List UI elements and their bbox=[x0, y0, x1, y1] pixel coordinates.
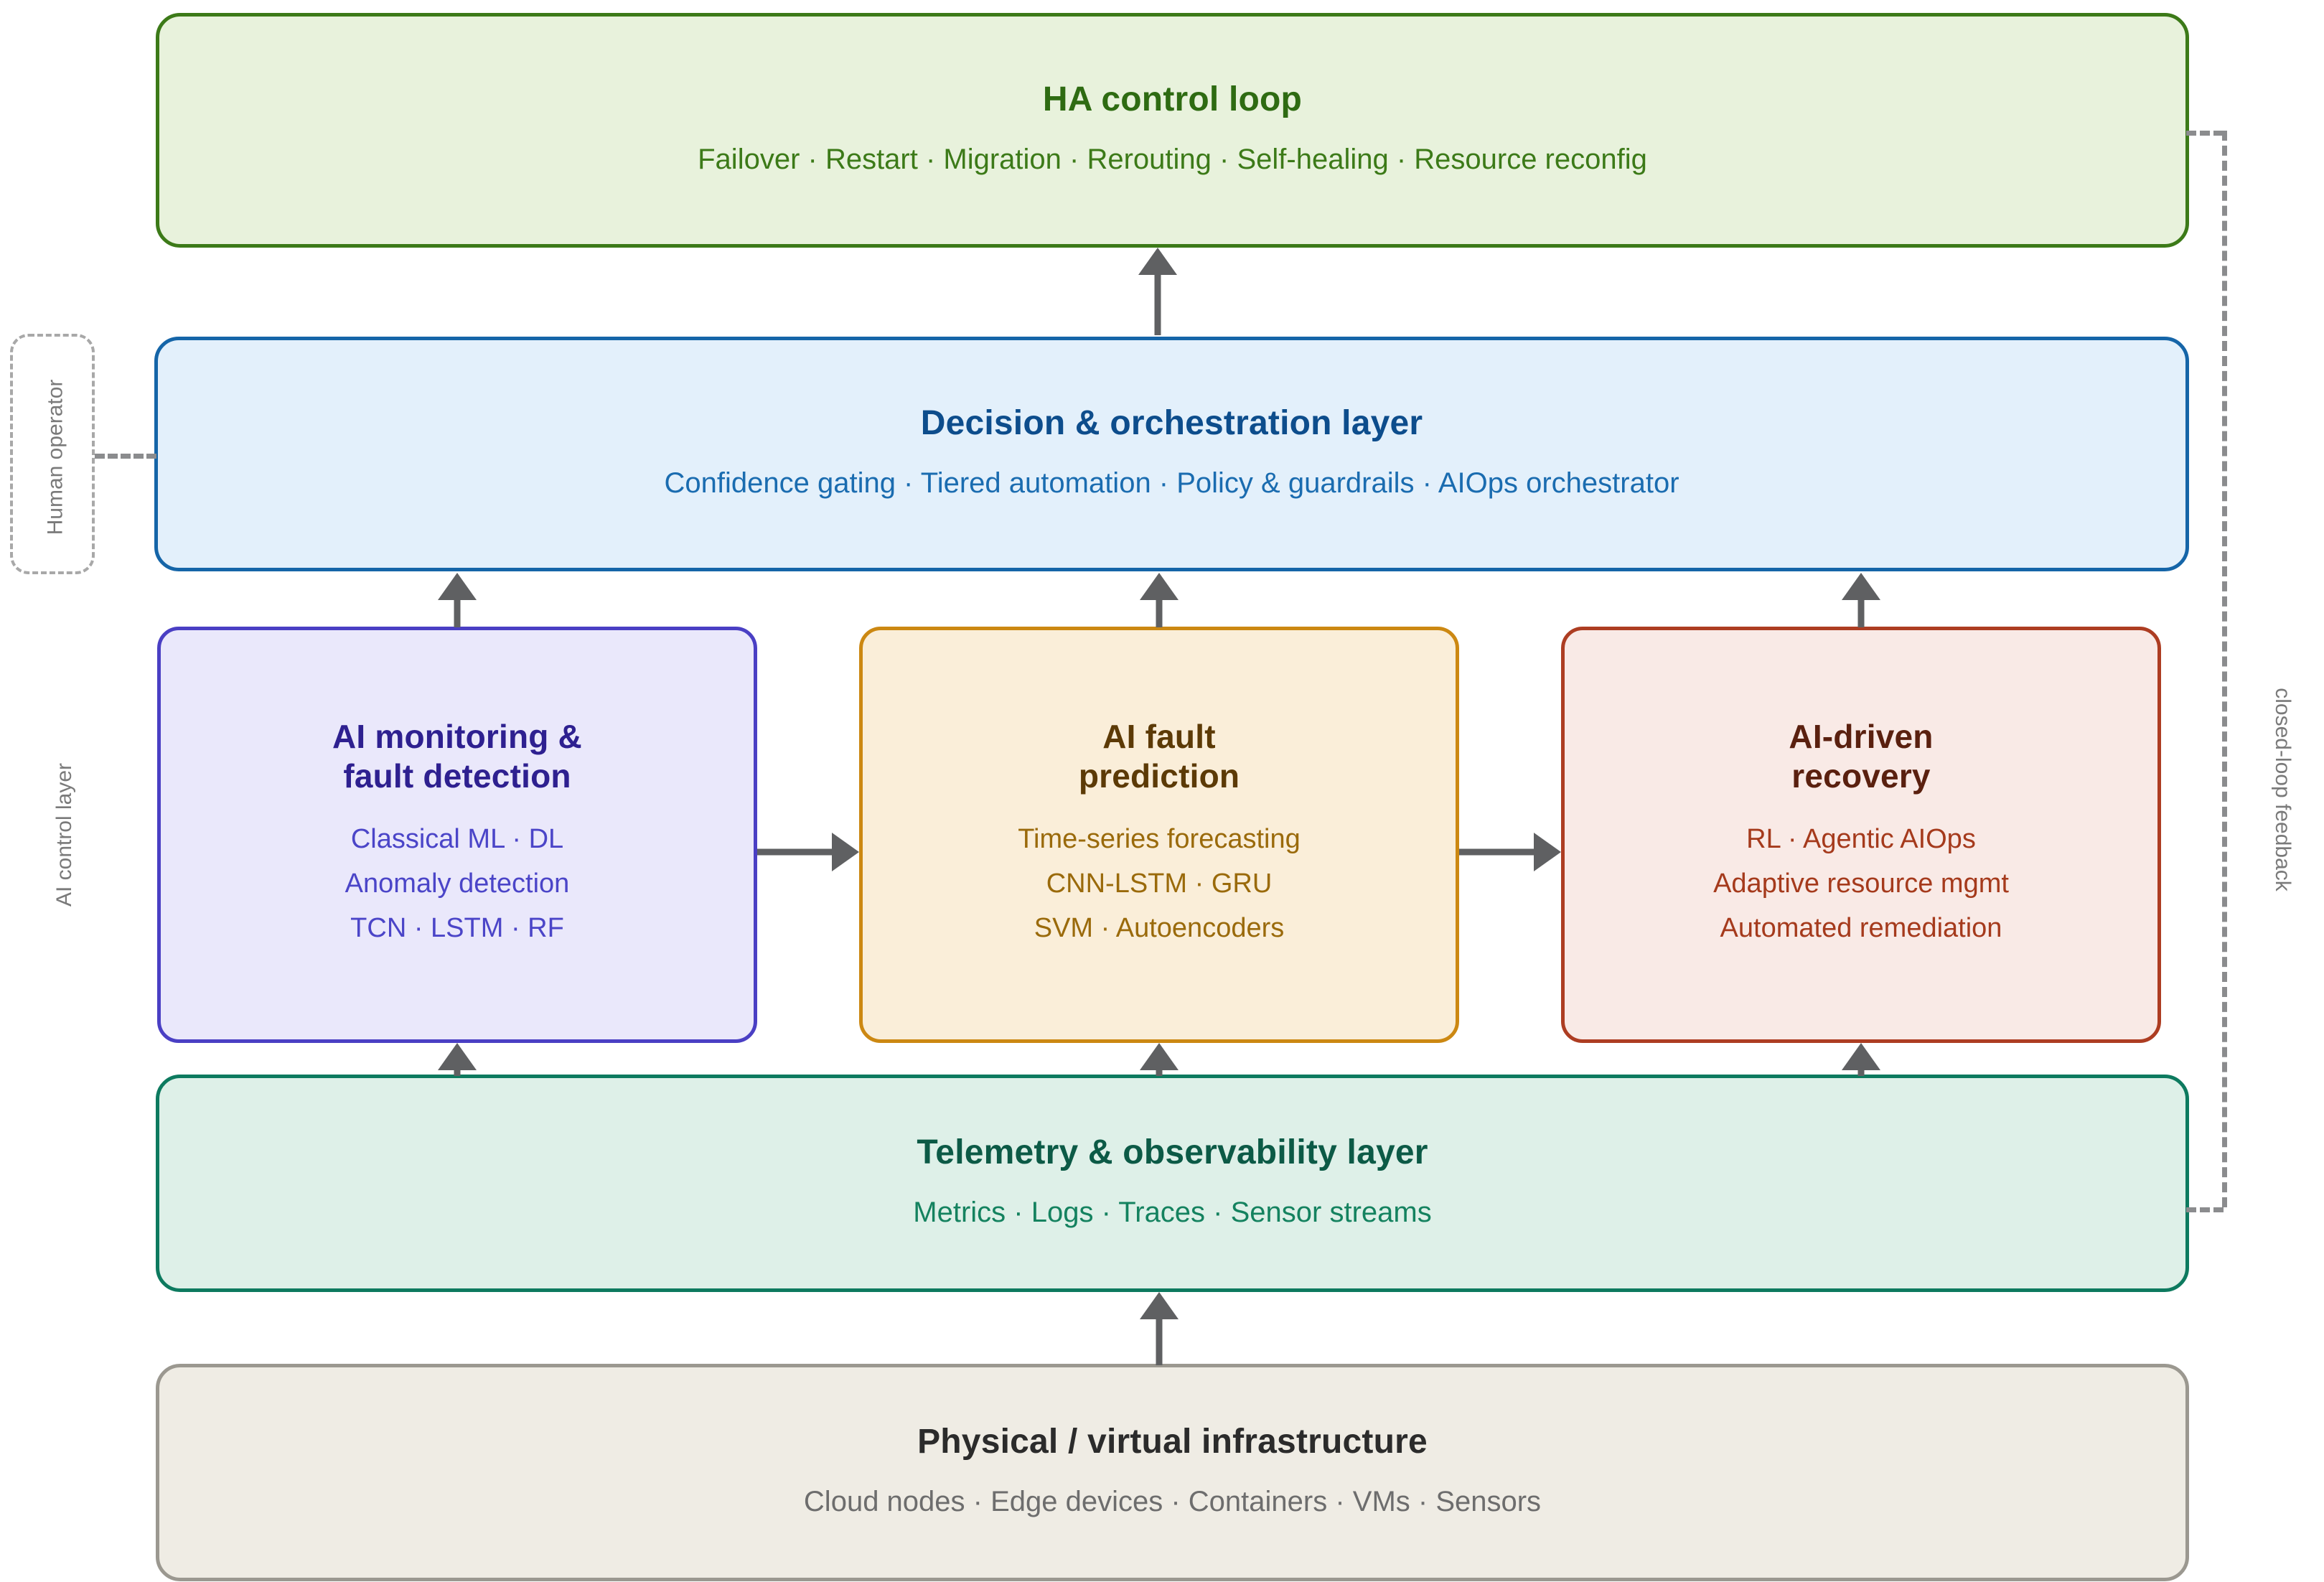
ai-fault-prediction-box: AI fault prediction Time-series forecast… bbox=[859, 627, 1459, 1043]
human-operator-box: Human operator bbox=[10, 334, 95, 574]
closed-loop-feedback-label-wrap: closed-loop feedback bbox=[2246, 502, 2318, 1077]
ai-driven-recovery-box: AI-driven recovery RL · Agentic AIOps Ad… bbox=[1561, 627, 2161, 1043]
ai-driven-recovery-title: AI-driven recovery bbox=[1789, 717, 1933, 795]
ai-fault-prediction-bullet-3: SVM · Autoencoders bbox=[1034, 912, 1285, 943]
ai-monitoring-bullet-3: TCN · LSTM · RF bbox=[350, 912, 564, 943]
decision-orchestration-layer-box: Decision & orchestration layer Confidenc… bbox=[154, 337, 2189, 571]
arrow-infrastructure-to-telemetry bbox=[1138, 1292, 1181, 1365]
ai-fault-prediction-title-line1: AI fault bbox=[1102, 718, 1216, 756]
ai-control-layer-label-wrap: AI control layer bbox=[0, 627, 129, 1043]
arrow-monitoring-to-prediction bbox=[757, 830, 859, 874]
arrow-monitoring-to-decision bbox=[436, 573, 479, 627]
arrow-prediction-to-recovery bbox=[1459, 830, 1561, 874]
ha-control-loop-subtitle: Failover · Restart · Migration · Rerouti… bbox=[698, 143, 1647, 175]
ai-driven-recovery-bullet-2: Adaptive resource mgmt bbox=[1713, 868, 2009, 899]
ai-driven-recovery-title-line1: AI-driven bbox=[1789, 718, 1934, 756]
arrow-decision-to-ha bbox=[1136, 248, 1179, 335]
decision-orchestration-layer-subtitle: Confidence gating · Tiered automation · … bbox=[664, 467, 1679, 499]
ai-monitoring-bullet-2: Anomaly detection bbox=[345, 868, 570, 899]
ai-control-layer-label: AI control layer bbox=[52, 762, 76, 907]
telemetry-observability-layer-box: Telemetry & observability layer Metrics … bbox=[156, 1075, 2189, 1292]
telemetry-observability-layer-title: Telemetry & observability layer bbox=[917, 1133, 1428, 1172]
arrow-recovery-to-decision bbox=[1840, 573, 1883, 627]
ai-monitoring-fault-detection-box: AI monitoring & fault detection Classica… bbox=[157, 627, 757, 1043]
ai-fault-prediction-title-line2: prediction bbox=[1078, 757, 1240, 795]
feedback-path-top-segment bbox=[2186, 131, 2224, 136]
ai-driven-recovery-bullet-3: Automated remediation bbox=[1720, 912, 2002, 943]
feedback-path-bottom-segment bbox=[2186, 1207, 2224, 1212]
physical-virtual-infrastructure-subtitle: Cloud nodes · Edge devices · Containers … bbox=[803, 1485, 1542, 1517]
ai-fault-prediction-bullets: Time-series forecasting CNN-LSTM · GRU S… bbox=[1018, 815, 1301, 953]
feedback-path-vertical-segment bbox=[2222, 131, 2227, 1207]
ai-monitoring-bullets: Classical ML · DL Anomaly detection TCN … bbox=[345, 815, 570, 953]
ai-fault-prediction-title: AI fault prediction bbox=[1079, 717, 1240, 795]
ai-driven-recovery-bullet-1: RL · Agentic AIOps bbox=[1746, 823, 1976, 854]
ai-monitoring-title-line2: fault detection bbox=[343, 757, 571, 795]
ai-monitoring-title-line1: AI monitoring & bbox=[332, 718, 582, 756]
ai-monitoring-bullet-1: Classical ML · DL bbox=[350, 823, 564, 854]
ha-control-loop-title: HA control loop bbox=[1042, 80, 1303, 119]
ai-driven-recovery-title-line2: recovery bbox=[1791, 757, 1931, 795]
telemetry-observability-layer-subtitle: Metrics · Logs · Traces · Sensor streams bbox=[913, 1196, 1432, 1228]
arrow-telemetry-to-monitoring bbox=[436, 1043, 479, 1076]
ai-fault-prediction-bullet-2: CNN-LSTM · GRU bbox=[1046, 868, 1273, 899]
ai-driven-recovery-bullets: RL · Agentic AIOps Adaptive resource mgm… bbox=[1713, 815, 2009, 953]
arrow-telemetry-to-recovery bbox=[1840, 1043, 1883, 1076]
closed-loop-feedback-label: closed-loop feedback bbox=[2271, 688, 2295, 891]
arrow-telemetry-to-prediction bbox=[1138, 1043, 1181, 1076]
decision-orchestration-layer-title: Decision & orchestration layer bbox=[920, 404, 1423, 443]
ai-monitoring-title: AI monitoring & fault detection bbox=[332, 717, 582, 795]
ai-fault-prediction-bullet-1: Time-series forecasting bbox=[1018, 823, 1301, 854]
ha-control-loop-box: HA control loop Failover · Restart · Mig… bbox=[156, 13, 2189, 248]
human-operator-label-wrap: Human operator bbox=[13, 337, 98, 577]
physical-virtual-infrastructure-box: Physical / virtual infrastructure Cloud … bbox=[156, 1364, 2189, 1581]
physical-virtual-infrastructure-title: Physical / virtual infrastructure bbox=[917, 1423, 1428, 1461]
human-operator-label: Human operator bbox=[43, 379, 67, 535]
arrow-prediction-to-decision bbox=[1138, 573, 1181, 627]
human-operator-connector bbox=[95, 454, 156, 459]
